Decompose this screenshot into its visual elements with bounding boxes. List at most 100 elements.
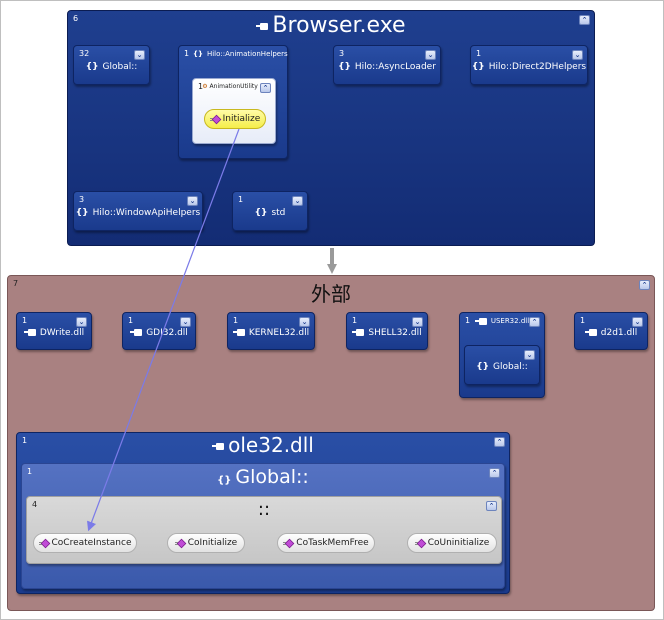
- class-icon: ⚙: [202, 83, 208, 90]
- node-count: 32: [79, 49, 90, 58]
- assembly-icon: [130, 329, 143, 336]
- namespace-direct2d-helpers-node[interactable]: 1 ⌄ {}Hilo::Direct2DHelpers: [470, 45, 588, 85]
- node-label: ⚙ AnimationUtility: [202, 83, 258, 90]
- node-count: 3: [79, 195, 85, 204]
- expand-button[interactable]: ⌄: [632, 317, 643, 327]
- node-count: 1: [22, 316, 28, 325]
- dependency-arrow-icon: [327, 248, 337, 274]
- namespace-global-node[interactable]: 32 ⌄ {}Global::: [73, 45, 150, 85]
- collapse-button[interactable]: ⌃: [494, 437, 505, 447]
- assembly-icon: [256, 22, 269, 30]
- method-cotaskmemfree[interactable]: CoTaskMemFree: [277, 533, 375, 553]
- node-label: DWrite.dll: [17, 328, 91, 338]
- group-count: 7: [13, 279, 19, 288]
- expand-button[interactable]: ⌄: [76, 317, 87, 327]
- namespace-std-node[interactable]: 1 ⌄ {}std: [232, 191, 308, 231]
- expand-button[interactable]: ⌄: [292, 196, 303, 206]
- dll-dwrite-node[interactable]: 1 ⌄ DWrite.dll: [16, 312, 92, 350]
- expand-button[interactable]: ⌄: [572, 50, 583, 60]
- node-label: {}Global::: [85, 62, 138, 72]
- collapse-button[interactable]: ⌃: [486, 501, 497, 511]
- node-count: 1: [465, 316, 471, 325]
- class-animation-utility-node[interactable]: 1 ⌃ ⚙ AnimationUtility Initialize: [192, 78, 276, 144]
- dll-d2d1-node[interactable]: 1 ⌄ d2d1.dll: [574, 312, 648, 350]
- external-group[interactable]: 7 外部 ⌃ 1 ⌄ DWrite.dll 1 ⌄ GDI32.dll 1 ⌄ …: [7, 275, 655, 611]
- dll-ole32-node[interactable]: 1 ⌃ ole32.dll 1 ⌃ {}Global:: 4 ⌃ :: CoCr…: [16, 432, 510, 594]
- node-label: {}Hilo::AsyncLoader: [338, 62, 436, 72]
- namespace-window-api-helpers-node[interactable]: 3 ⌄ {}Hilo::WindowApiHelpers: [73, 191, 203, 231]
- node-count: 1: [233, 316, 239, 325]
- node-count: 1: [184, 49, 190, 58]
- expand-button[interactable]: ⌄: [180, 317, 191, 327]
- namespace-icon: {}: [75, 208, 89, 218]
- node-count: 1: [22, 436, 28, 445]
- method-icon: [414, 539, 424, 547]
- node-count: 3: [339, 49, 345, 58]
- node-count: 1: [27, 467, 33, 476]
- node-count: 1: [198, 82, 204, 91]
- assembly-icon: [474, 317, 487, 325]
- node-label: SHELL32.dll: [347, 328, 427, 338]
- namespace-icon: {}: [476, 362, 490, 372]
- node-label: {}Global::: [476, 362, 528, 372]
- ole32-members-node[interactable]: 4 ⌃ :: CoCreateInstance CoInitialize CoT…: [26, 496, 502, 564]
- expand-button[interactable]: ⌄: [134, 50, 145, 60]
- node-count: 1: [352, 316, 358, 325]
- method-icon: [283, 539, 292, 547]
- method-icon: [174, 539, 184, 547]
- assembly-icon: [352, 329, 365, 336]
- namespace-icon: {}: [85, 62, 99, 72]
- collapse-button[interactable]: ⌃: [579, 15, 590, 25]
- group-count: 6: [73, 14, 79, 23]
- node-label: {}Hilo::Direct2DHelpers: [471, 62, 587, 72]
- assembly-icon: [212, 443, 225, 450]
- expand-button[interactable]: ⌄: [187, 196, 198, 206]
- node-count: 4: [32, 500, 38, 509]
- collapse-button[interactable]: ⌃: [260, 83, 271, 93]
- method-initialize[interactable]: Initialize: [204, 109, 266, 129]
- collapse-button[interactable]: ⌃: [639, 280, 650, 290]
- method-couninitialize[interactable]: CoUninitialize: [407, 533, 497, 553]
- ole32-global-title: {}Global::: [217, 466, 309, 488]
- assembly-icon: [232, 329, 245, 336]
- namespace-icon: {}: [254, 208, 268, 218]
- expand-button[interactable]: ⌄: [425, 50, 436, 60]
- dll-shell32-node[interactable]: 1 ⌄ SHELL32.dll: [346, 312, 428, 350]
- node-label: {}Hilo::AnimationHelpers: [193, 50, 288, 58]
- method-cocreateinstance[interactable]: CoCreateInstance: [33, 533, 137, 553]
- method-icon: [209, 115, 219, 123]
- method-coinitialize[interactable]: CoInitialize: [167, 533, 245, 553]
- node-count: 1: [238, 195, 244, 204]
- namespace-animation-helpers-node[interactable]: 1 {}Hilo::AnimationHelpers 1 ⌃ ⚙ Animati…: [178, 45, 288, 159]
- node-label: KERNEL32.dll: [228, 328, 314, 338]
- assembly-icon: [23, 329, 36, 336]
- node-count: 1: [580, 316, 586, 325]
- node-label: USER32.dll: [460, 317, 544, 325]
- namespace-async-loader-node[interactable]: 3 ⌄ {}Hilo::AsyncLoader: [333, 45, 441, 85]
- expand-button[interactable]: ⌄: [412, 317, 423, 327]
- collapse-button[interactable]: ⌃: [529, 317, 540, 327]
- ole32-title: ole32.dll: [17, 433, 509, 457]
- node-count: 1: [128, 316, 134, 325]
- members-title: ::: [257, 499, 271, 520]
- browser-exe-title: Browser.exe: [68, 13, 594, 38]
- dll-gdi32-node[interactable]: 1 ⌄ GDI32.dll: [122, 312, 196, 350]
- external-title: 外部: [311, 282, 351, 306]
- node-label: d2d1.dll: [575, 328, 647, 338]
- expand-button[interactable]: ⌄: [524, 350, 535, 360]
- ole32-global-node[interactable]: 1 ⌃ {}Global:: 4 ⌃ :: CoCreateInstance C…: [21, 463, 505, 589]
- browser-exe-group[interactable]: 6 Browser.exe ⌃ 32 ⌄ {}Global:: 1 {}Hilo…: [67, 10, 595, 246]
- assembly-icon: [584, 329, 597, 336]
- namespace-icon: {}: [193, 50, 203, 58]
- dll-user32-node[interactable]: 1 ⌃ USER32.dll ⌄ {}Global::: [459, 312, 545, 398]
- user32-global-node[interactable]: ⌄ {}Global::: [464, 345, 540, 385]
- collapse-button[interactable]: ⌃: [489, 468, 500, 478]
- expand-button[interactable]: ⌄: [299, 317, 310, 327]
- node-label: {}Hilo::WindowApiHelpers: [75, 208, 201, 218]
- namespace-icon: {}: [338, 62, 351, 72]
- dll-kernel32-node[interactable]: 1 ⌄ KERNEL32.dll: [227, 312, 315, 350]
- node-label: GDI32.dll: [123, 328, 195, 338]
- namespace-icon: {}: [471, 62, 485, 72]
- node-count: 1: [476, 49, 482, 58]
